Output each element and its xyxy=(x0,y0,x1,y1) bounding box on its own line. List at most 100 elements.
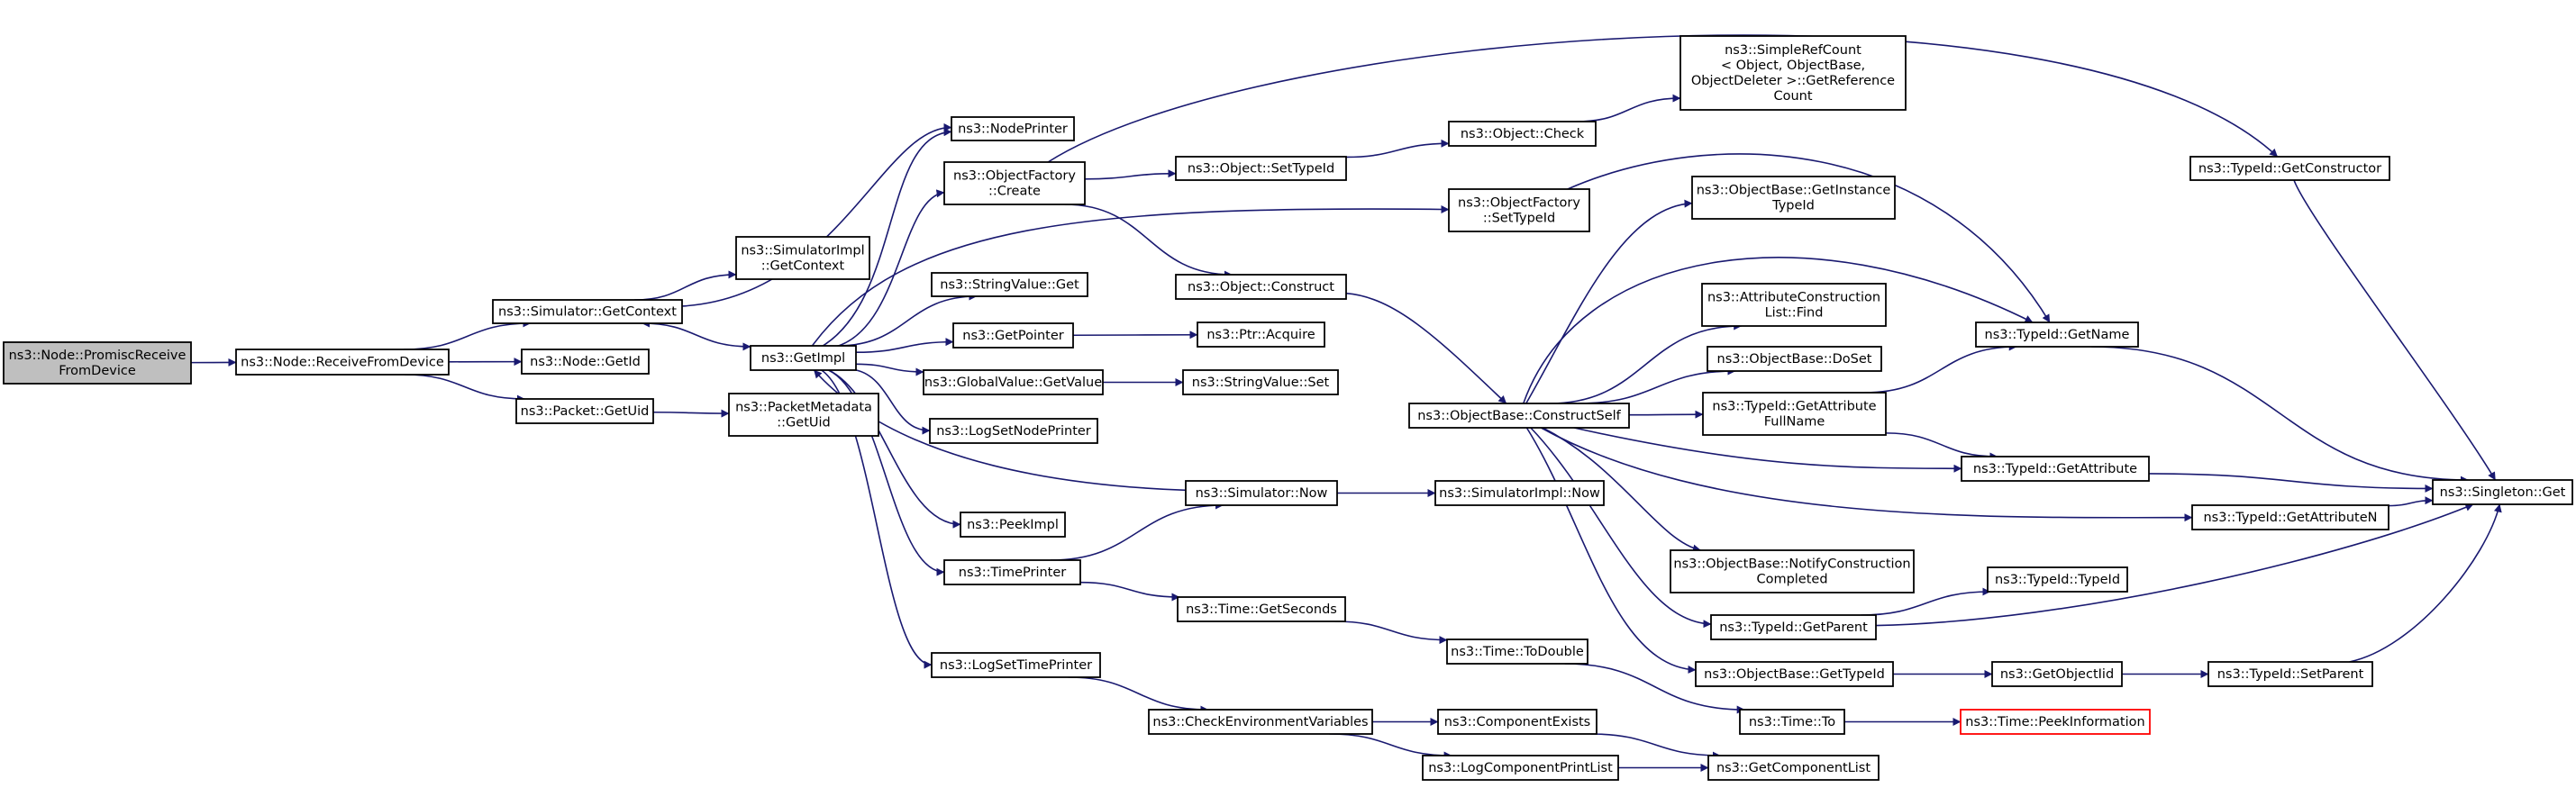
node-logsettimeprinter[interactable]: ns3::LogSetTimePrinter xyxy=(931,652,1101,678)
node-typeid_setparent[interactable]: ns3::TypeId::SetParent xyxy=(2207,661,2373,687)
edge-pkt_getuid-to-pm_getuid xyxy=(652,409,730,418)
node-stringvalue_set[interactable]: ns3::StringValue::Set xyxy=(1182,369,1339,395)
node-checkenv[interactable]: ns3::CheckEnvironmentVariables xyxy=(1148,709,1373,735)
node-box xyxy=(3,341,192,385)
node-simimpl_getcontext[interactable]: ns3::SimulatorImpl::GetContext xyxy=(735,236,870,280)
node-label: ns3::TypeId::GetAttributeN xyxy=(2203,511,2377,525)
node-label: ns3::Ptr::Acquire xyxy=(1206,328,1315,342)
edge-object_construct-to-constructself xyxy=(1345,292,1507,404)
node-label: ns3::LogSetTimePrinter xyxy=(940,658,1092,673)
node-doset[interactable]: ns3::ObjectBase::DoSet xyxy=(1707,346,1882,372)
node-getcomponentlist[interactable]: ns3::GetComponentList xyxy=(1707,755,1880,781)
node-globalvalue_getvalue[interactable]: ns3::GlobalValue::GetValue xyxy=(923,369,1104,395)
node-typeid_typeid[interactable]: ns3::TypeId::TypeId xyxy=(1987,566,2128,593)
node-label: ns3::Time::PeekInformation xyxy=(1965,715,2144,729)
node-time_to[interactable]: ns3::Time::To xyxy=(1739,709,1845,735)
node-label: ns3::Node::PromiscReceive xyxy=(9,349,187,363)
node-box xyxy=(728,393,879,437)
node-simulator_now[interactable]: ns3::Simulator::Now xyxy=(1185,480,1338,506)
node-box xyxy=(2432,479,2573,505)
node-typeid_getconstructor[interactable]: ns3::TypeId::GetConstructor xyxy=(2189,156,2390,181)
node-nodeprinter[interactable]: ns3::NodePrinter xyxy=(951,116,1075,141)
node-box xyxy=(1448,188,1590,232)
node-singleton_get[interactable]: ns3::Singleton::Get xyxy=(2432,479,2573,505)
node-simplerefcount[interactable]: ns3::SimpleRefCount< Object, ObjectBase,… xyxy=(1679,35,1907,111)
node-getobjectiid[interactable]: ns3::GetObjectIid xyxy=(1991,661,2123,687)
edge-object_check-to-simplerefcount xyxy=(1576,94,1681,122)
edge-receive-to-getcontext xyxy=(403,319,532,350)
node-box xyxy=(521,349,650,375)
node-receive[interactable]: ns3::Node::ReceiveFromDevice xyxy=(235,349,450,376)
node-typeid_getattribute[interactable]: ns3::TypeId::GetAttribute xyxy=(1961,456,2150,482)
node-typeid_getattributen[interactable]: ns3::TypeId::GetAttributeN xyxy=(2191,504,2389,530)
node-box xyxy=(1148,709,1373,735)
node-label: ns3::TypeId::GetParent xyxy=(1719,620,1868,635)
node-getid[interactable]: ns3::Node::GetId xyxy=(521,349,650,375)
node-box xyxy=(515,398,654,424)
node-getpointer[interactable]: ns3::GetPointer xyxy=(952,322,1074,349)
edge-getimpl-to-nodeprinter xyxy=(822,128,952,347)
node-box xyxy=(1175,156,1347,181)
node-box xyxy=(1185,480,1338,506)
node-logsetnodeprinter[interactable]: ns3::LogSetNodePrinter xyxy=(929,418,1098,444)
edge-typeid_setparent-to-singleton_get xyxy=(2349,503,2502,663)
node-box xyxy=(2189,156,2390,181)
node-peekimpl[interactable]: ns3::PeekImpl xyxy=(960,512,1066,538)
edge-typeid_getparent-to-singleton_get xyxy=(1875,503,2474,627)
edge-getattributefullname-to-typeid_getname xyxy=(1864,342,2017,394)
node-typeid_getparent[interactable]: ns3::TypeId::GetParent xyxy=(1710,614,1877,640)
node-object_settypeid[interactable]: ns3::Object::SetTypeId xyxy=(1175,156,1347,181)
node-simimpl_now[interactable]: ns3::SimulatorImpl::Now xyxy=(1434,480,1605,506)
node-label: ns3::StringValue::Set xyxy=(1192,376,1330,390)
node-label: ns3::Singleton::Get xyxy=(2440,485,2566,500)
node-typeid_getname[interactable]: ns3::TypeId::GetName xyxy=(1975,322,2139,348)
node-object_check[interactable]: ns3::Object::Check xyxy=(1448,121,1597,147)
node-label: ::GetContext xyxy=(761,259,845,274)
edge-getimpl-to-timeprinter xyxy=(828,369,945,576)
edge-getcontext-to-simimpl_getcontext xyxy=(634,270,737,301)
node-of_settypeid[interactable]: ns3::ObjectFactory::SetTypeId xyxy=(1448,188,1590,232)
node-stringvalue_get[interactable]: ns3::StringValue::Get xyxy=(931,272,1088,297)
call-nodes: ns3::Node::PromiscReceiveFromDevicens3::… xyxy=(3,35,2573,781)
node-box xyxy=(1437,709,1597,735)
node-notifyconstruction[interactable]: ns3::ObjectBase::NotifyConstructionCompl… xyxy=(1670,549,1915,593)
node-label: ns3::TypeId::SetParent xyxy=(2217,667,2364,682)
node-box xyxy=(1446,639,1588,665)
node-getcontext[interactable]: ns3::Simulator::GetContext xyxy=(492,299,683,324)
node-box xyxy=(1701,283,1887,327)
edge-object_settypeid-to-object_check xyxy=(1345,139,1450,159)
node-peekinformation[interactable]: ns3::Time::PeekInformation xyxy=(1960,709,2151,735)
node-label: ns3::TypeId::GetAttribute xyxy=(1973,462,2137,476)
node-box xyxy=(2191,504,2389,530)
node-label: ns3::TypeId::TypeId xyxy=(1995,573,2120,587)
node-box xyxy=(235,349,450,376)
node-pm_getuid[interactable]: ns3::PacketMetadata::GetUid xyxy=(728,393,879,437)
node-logcomponentprintlist[interactable]: ns3::LogComponentPrintList xyxy=(1422,755,1619,781)
node-time_getseconds[interactable]: ns3::Time::GetSeconds xyxy=(1177,596,1346,622)
node-getimpl[interactable]: ns3::GetImpl xyxy=(750,345,857,371)
node-objectbase_gettypeid[interactable]: ns3::ObjectBase::GetTypeId xyxy=(1695,661,1894,687)
edge-getimpl-to-logsetnodeprinter xyxy=(855,369,931,435)
edge-getimpl-to-of_settypeid xyxy=(811,205,1450,347)
node-timeprinter[interactable]: ns3::TimePrinter xyxy=(943,559,1081,585)
node-box xyxy=(1991,661,2123,687)
node-label: ns3::ObjectFactory xyxy=(953,169,1076,184)
node-label: ns3::Time::GetSeconds xyxy=(1186,602,1337,617)
node-label: ns3::ObjectBase::DoSet xyxy=(1717,352,1872,367)
node-constructself[interactable]: ns3::ObjectBase::ConstructSelf xyxy=(1408,403,1630,429)
node-label: ns3::Object::Check xyxy=(1461,127,1585,141)
node-label: ns3::Object::SetTypeId xyxy=(1188,162,1334,177)
node-pkt_getuid[interactable]: ns3::Packet::GetUid xyxy=(515,398,654,424)
call-edges xyxy=(190,34,2502,772)
node-componentexists[interactable]: ns3::ComponentExists xyxy=(1437,709,1597,735)
node-of_create[interactable]: ns3::ObjectFactory::Create xyxy=(943,161,1086,205)
node-ptr_acquire[interactable]: ns3::Ptr::Acquire xyxy=(1197,322,1325,348)
node-object_construct[interactable]: ns3::Object::Construct xyxy=(1175,274,1347,300)
edge-constructself-to-objectbase_gettypeid xyxy=(1525,427,1697,675)
node-label: ::GetUid xyxy=(777,416,830,430)
node-time_todouble[interactable]: ns3::Time::ToDouble xyxy=(1446,639,1588,665)
